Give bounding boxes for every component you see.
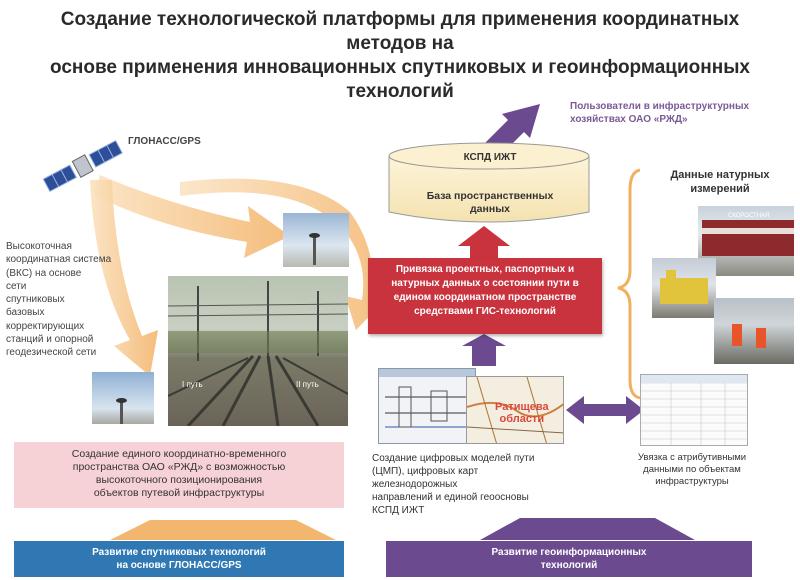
desc-line: спутниковых (6, 294, 65, 306)
bar-line: Развитие спутниковых технологий (92, 547, 266, 558)
arrow-sat-to-station (94, 175, 290, 258)
db-top-label: КСПД ИЖТ (463, 152, 517, 163)
field-line: Данные натурных (670, 169, 770, 181)
map-overlay-label: Ратищева области (495, 401, 549, 425)
arrow-into-red-box (462, 334, 506, 366)
double-arrow (566, 396, 644, 424)
desc-line: сети (6, 280, 27, 292)
arrow-red-to-db (458, 226, 510, 258)
desc-line: станций и опорной (6, 334, 94, 346)
right-line: инфраструктуры (655, 476, 729, 487)
map-line: области (499, 413, 545, 425)
train-text: СКОРОСТНАЯ (728, 213, 770, 219)
bar-line: на основе ГЛОНАСС/GPS (116, 560, 242, 571)
unified-space-box: Создание единого координатно-временного … (14, 442, 344, 508)
binding-box: Привязка проектных, паспортных и натурны… (368, 258, 602, 334)
geoinfo-tech-bar: Развитие геоинформационных технологий (386, 541, 752, 577)
satellite-icon (42, 139, 123, 193)
field-data-label: Данные натурных измерений (660, 168, 780, 196)
track-machine-photo (652, 258, 716, 318)
desc-line: базовых (6, 307, 45, 319)
right-line: данными по объектам (643, 464, 741, 475)
desc-line: геодезической сети (6, 347, 97, 359)
db-line: данных (470, 203, 510, 215)
map-line: Ратищева (495, 401, 549, 413)
arrow-up-right (480, 518, 695, 540)
left-description: Высокоточная координатная система (ВКС) … (6, 240, 124, 360)
pink-line: Создание единого координатно-временного (71, 448, 287, 460)
red-line: едином координатном пространстве (393, 292, 577, 303)
pink-line: объектов путевой инфраструктуры (93, 487, 265, 499)
red-line: натурных данных о состоянии пути в (391, 278, 579, 289)
workers-photo (714, 298, 794, 364)
right-line: Увязка с атрибутивными (637, 452, 747, 463)
satellite-label: ГЛОНАСС/GPS (128, 136, 201, 147)
bar-line: технологий (540, 560, 598, 571)
track-label-1: I путь (182, 380, 203, 389)
track-label-2: II путь (296, 380, 319, 389)
db-line: База пространственных (426, 190, 554, 202)
red-line: средствами ГИС-технологий (414, 306, 556, 317)
base-station-photo-upper (283, 213, 349, 267)
mid-line: КСПД ИЖТ (372, 505, 425, 516)
db-body-label: База пространственных данных (410, 190, 570, 216)
users-line: Пользователи в инфраструктурных (570, 101, 750, 112)
database-cylinder-icon (388, 142, 590, 223)
arrow-up-left (110, 520, 336, 540)
mid-line: Создание цифровых моделей пути (372, 453, 535, 464)
desc-line: Высокоточная (6, 241, 72, 252)
digital-models-text: Создание цифровых моделей пути (ЦМП), ци… (372, 452, 592, 517)
satellite-tech-bar: Развитие спутниковых технологий на основ… (14, 541, 344, 577)
users-line: хозяйствах ОАО «РЖД» (570, 114, 688, 125)
arrow-sat-to-left-station (90, 180, 158, 376)
railway-photo: I путь II путь (168, 276, 348, 426)
attribute-link-text: Увязка с атрибутивными данными по объект… (622, 452, 762, 488)
base-station-photo-lower (92, 372, 154, 424)
mid-line: направлений и единой геоосновы (372, 492, 529, 503)
cad-drawing-image (378, 368, 476, 444)
bracket (617, 168, 641, 400)
field-line: измерений (690, 183, 750, 195)
desc-line: (ВКС) на основе (6, 267, 82, 279)
title-line-2: основе применения инновационных спутнико… (50, 57, 750, 78)
map-image: Ратищева области (466, 376, 564, 444)
desc-line: координатная система (6, 254, 112, 266)
bar-line: Развитие геоинформационных (491, 547, 647, 558)
mid-line: (ЦМП), цифровых карт (372, 466, 479, 477)
red-line: Привязка проектных, паспортных и (395, 264, 575, 275)
page-title: Создание технологической платформы для п… (20, 8, 780, 104)
users-label: Пользователи в инфраструктурных хозяйств… (570, 100, 790, 126)
attribute-table-image (640, 374, 748, 446)
title-line-1: Создание технологической платформы для п… (60, 9, 740, 54)
desc-line: корректирующих (6, 320, 85, 332)
mid-line: железнодорожных (372, 479, 458, 490)
title-line-3: технологий (346, 81, 454, 102)
pink-line: высокоточного позиционирования (95, 474, 263, 486)
pink-line: пространства ОАО «РЖД» с возможностью (72, 461, 286, 473)
